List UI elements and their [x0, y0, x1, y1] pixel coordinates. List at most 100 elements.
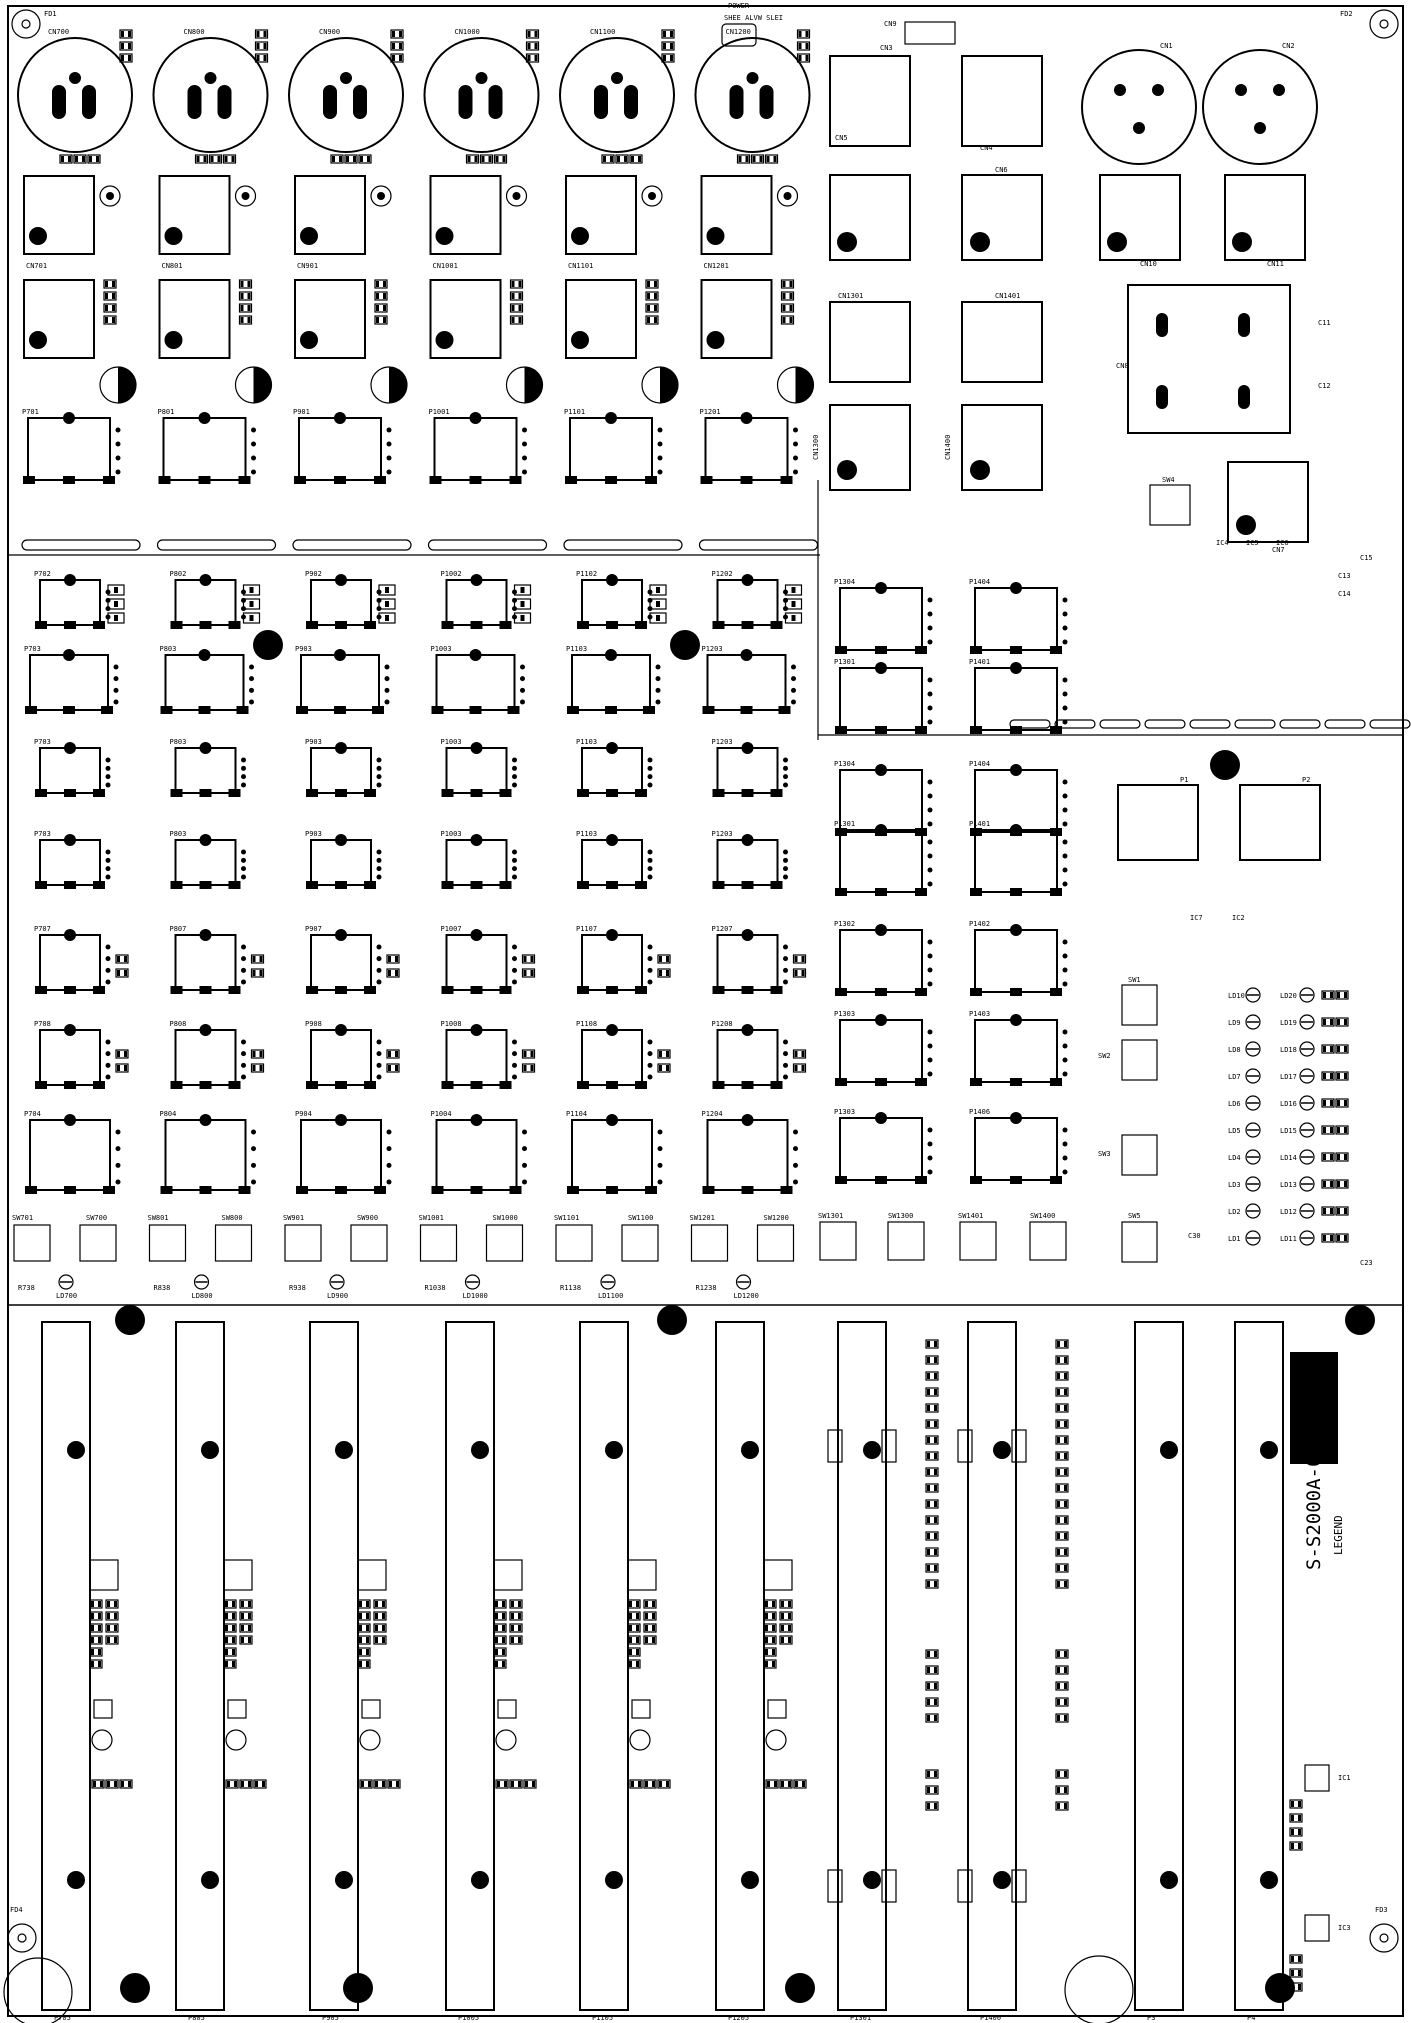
switch[interactable]: SW1100 — [621, 1214, 659, 1262]
relay-row6: P1208 — [712, 1020, 788, 1089]
ic-label: IC4 — [1216, 539, 1229, 547]
switch-sw1401[interactable]: SW1401 — [958, 1212, 997, 1261]
smd-resistor — [1055, 1355, 1069, 1365]
ic-cluster — [493, 1559, 537, 1789]
smd-resistor — [925, 1419, 939, 1429]
smd-resistor — [763, 1599, 777, 1609]
card-slot-label: P1005 — [458, 2014, 479, 2022]
led-label: LD16 — [1280, 1100, 1297, 1108]
smd-resistor — [493, 1659, 507, 1669]
smd-resistor — [1055, 1681, 1069, 1691]
relay-label: P1403 — [969, 1010, 990, 1018]
switch[interactable]: SW901 — [283, 1214, 322, 1262]
electrolytic-capacitor — [99, 366, 137, 404]
relay-label: P804 — [160, 1110, 177, 1118]
switch[interactable]: SW801 — [148, 1214, 187, 1262]
led-label: LD17 — [1280, 1073, 1297, 1081]
switch-sw3[interactable]: SW3 — [1098, 1134, 1158, 1176]
relay-label: P903 — [305, 738, 322, 746]
svg-text:FD2: FD2 — [1340, 10, 1353, 18]
switch-sw2[interactable]: SW2 — [1098, 1039, 1158, 1081]
switch[interactable]: SW800 — [214, 1214, 253, 1262]
connector-cn8: CN8 — [1116, 284, 1291, 434]
rail-segment — [1369, 719, 1411, 729]
smd-resistor — [645, 315, 659, 325]
electrolytic-capacitor — [641, 366, 679, 404]
led-indicator: LD1 — [1228, 1230, 1261, 1246]
card-slot: P705 — [41, 1321, 133, 2022]
switch-sw4[interactable]: SW4 — [1149, 476, 1191, 526]
relay-label: P803 — [170, 738, 187, 746]
switch-sw1400[interactable]: SW1400 — [1029, 1212, 1067, 1261]
ic-label: IC3 — [1338, 1924, 1351, 1932]
channel-strip: CN700CN701P701P702P703P703P703P707P708P7… — [12, 28, 141, 1300]
relay-label: P1001 — [429, 408, 450, 416]
switch[interactable]: SW700 — [79, 1214, 117, 1262]
channel-strip: CN1000CN1001P1001P1002P1003P1003P1003P10… — [419, 28, 548, 1300]
switch-label: SW701 — [12, 1214, 33, 1222]
relay-row1: P1102 — [576, 570, 653, 629]
smd-resistor — [779, 1779, 793, 1789]
smd-resistor — [1055, 1579, 1069, 1589]
switch-sw1[interactable]: SW1 — [1121, 976, 1158, 1026]
mounting-hole — [1265, 1973, 1295, 2003]
smd-resistor — [1321, 1206, 1335, 1216]
connector-row2-label: CN1201 — [704, 262, 729, 270]
switch-sw5[interactable]: SW5 — [1121, 1212, 1158, 1263]
card-slot: P1400 — [957, 1321, 1069, 2022]
smd-resistor — [1055, 1713, 1069, 1723]
relay-p1301b: P1301 — [834, 820, 933, 896]
switch-label: SW1400 — [1030, 1212, 1055, 1220]
smd-resistor — [643, 1635, 657, 1645]
electrolytic-capacitor — [505, 366, 544, 404]
smd-resistor — [509, 1611, 523, 1621]
relay-row7: P1004 — [431, 1110, 527, 1194]
switch[interactable]: SW701 — [12, 1214, 51, 1262]
relay-label: P1003 — [441, 830, 462, 838]
relay-p1303b: P1303 — [834, 1108, 933, 1184]
smd-resistor — [119, 29, 133, 39]
smd-resistor — [495, 1779, 509, 1789]
relay-row7: P1104 — [566, 1110, 663, 1194]
connector-cn6: CN6 — [961, 166, 1043, 261]
relay-label: P807 — [170, 925, 187, 933]
relay-label: P1202 — [712, 570, 733, 578]
switch-sw1301[interactable]: SW1301 — [818, 1212, 857, 1261]
relay-p1403: P1403 — [969, 1010, 1068, 1086]
smd-resistor — [1321, 1152, 1335, 1162]
switch[interactable]: SW1001 — [419, 1214, 458, 1262]
switch[interactable]: SW1201 — [690, 1214, 729, 1262]
smd-resistor — [925, 1531, 939, 1541]
relay-main: P1201 — [700, 408, 798, 484]
switch[interactable]: SW900 — [350, 1214, 388, 1262]
smd-resistor — [223, 1599, 237, 1609]
led-label: LD13 — [1280, 1181, 1297, 1189]
smd-resistor — [925, 1451, 939, 1461]
smd-resistor — [1289, 1799, 1303, 1809]
smd-resistor — [764, 154, 779, 164]
smd-resistor — [115, 1049, 129, 1059]
led-label: LD1000 — [463, 1292, 488, 1300]
smd-resistor — [59, 154, 73, 164]
switch-label: SW1201 — [690, 1214, 715, 1222]
card-slot: P1105 — [579, 1321, 671, 2022]
smd-resistor — [509, 1599, 523, 1609]
ic-label: IC1 — [1338, 1774, 1351, 1782]
smd-resistor — [493, 154, 508, 164]
led-indicator: LD13 — [1280, 1176, 1349, 1192]
switch[interactable]: SW1000 — [485, 1214, 524, 1262]
card-slot: P1005 — [445, 1321, 537, 2022]
switch[interactable]: SW1200 — [756, 1214, 795, 1262]
smd-resistor — [645, 279, 659, 289]
fiducial-bottom-right: FD3 — [1064, 1906, 1399, 2023]
switch-sw1300[interactable]: SW1300 — [887, 1212, 925, 1261]
smd-resistor — [330, 154, 344, 164]
card-slot: P1205 — [715, 1321, 807, 2022]
relay-row7: P1204 — [702, 1110, 798, 1194]
switch[interactable]: SW1101 — [554, 1214, 593, 1262]
relay-label: P901 — [293, 408, 310, 416]
smd-resistor — [465, 154, 480, 164]
smd-resistor — [103, 303, 117, 313]
